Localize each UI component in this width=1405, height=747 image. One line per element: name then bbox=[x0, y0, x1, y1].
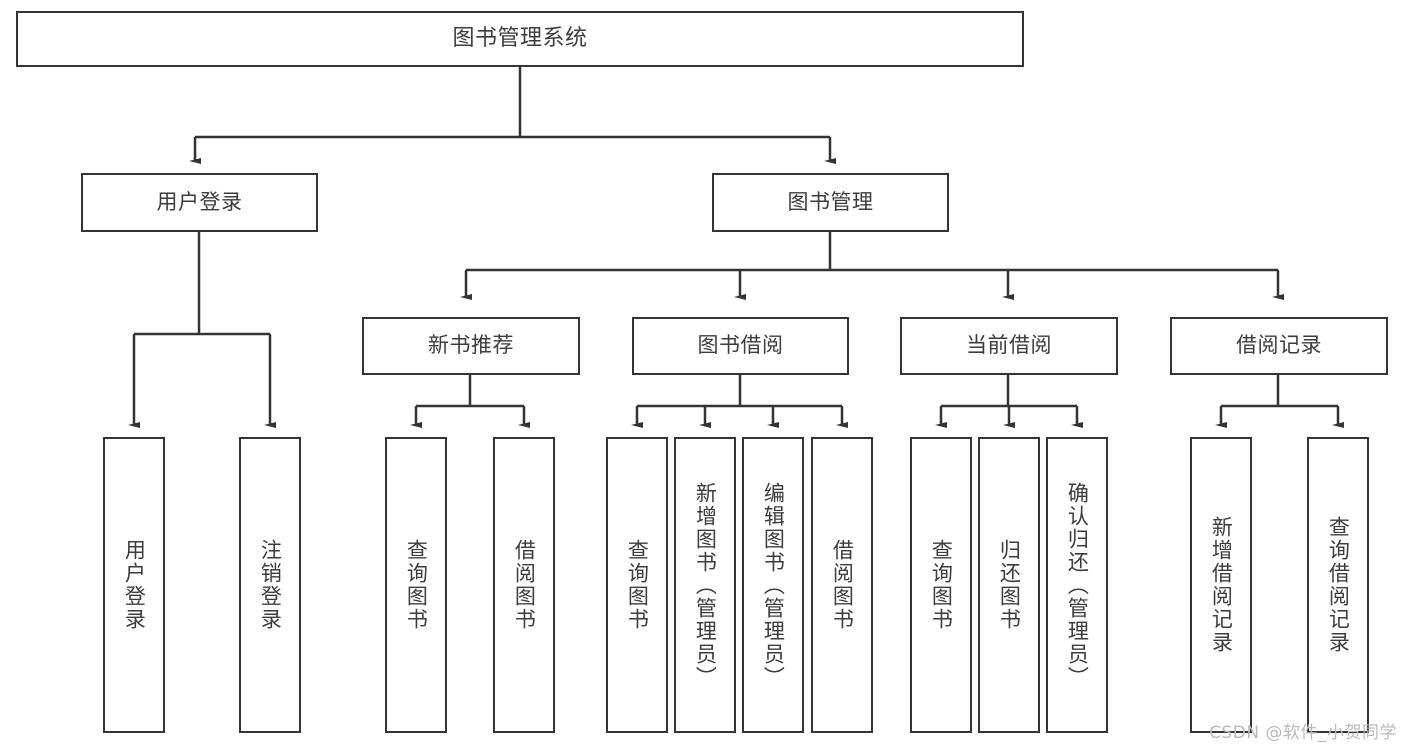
leaf-current-return-book[interactable]: 归还图书 bbox=[978, 437, 1040, 733]
node-label: 图书借阅 bbox=[697, 333, 784, 358]
leaf-user-login[interactable]: 用户登录 bbox=[103, 437, 165, 733]
leaf-borrow-borrow-book[interactable]: 借阅图书 bbox=[811, 437, 873, 733]
node-label: 新书推荐 bbox=[428, 333, 514, 358]
node-label: 查询借阅记录 bbox=[1326, 516, 1351, 654]
leaf-borrow-query-book[interactable]: 查询图书 bbox=[606, 437, 668, 733]
node-label: 用户登录 bbox=[156, 189, 243, 214]
leaf-record-query[interactable]: 查询借阅记录 bbox=[1307, 437, 1369, 733]
leaf-new-book-borrow[interactable]: 借阅图书 bbox=[493, 437, 555, 733]
node-label: 用户登录 bbox=[122, 539, 147, 631]
node-label: 借阅记录 bbox=[1236, 333, 1322, 358]
node-label: 借阅图书 bbox=[830, 539, 855, 631]
node-label: 借阅图书 bbox=[512, 539, 537, 631]
node-new-book-recommend[interactable]: 新书推荐 bbox=[362, 317, 580, 375]
node-borrow-records[interactable]: 借阅记录 bbox=[1170, 317, 1388, 375]
node-label: 图书管理 bbox=[787, 189, 874, 214]
node-label: 查询图书 bbox=[625, 539, 650, 631]
node-root-book-management-system[interactable]: 图书管理系统 bbox=[16, 11, 1024, 67]
node-label: 注销登录 bbox=[258, 539, 283, 631]
node-label: 查询图书 bbox=[929, 539, 954, 631]
leaf-record-add[interactable]: 新增借阅记录 bbox=[1190, 437, 1252, 733]
node-label: 查询图书 bbox=[404, 539, 429, 631]
leaf-borrow-edit-book[interactable]: 编辑图书（管理员） bbox=[742, 437, 804, 733]
node-book-borrow[interactable]: 图书借阅 bbox=[632, 317, 849, 375]
leaf-logout[interactable]: 注销登录 bbox=[239, 437, 301, 733]
leaf-current-confirm-return[interactable]: 确认归还（管理员） bbox=[1046, 437, 1108, 733]
node-label: 图书管理系统 bbox=[452, 25, 588, 51]
node-label: 当前借阅 bbox=[966, 333, 1052, 358]
node-label: 确认归还（管理员） bbox=[1065, 481, 1090, 689]
node-current-borrow[interactable]: 当前借阅 bbox=[900, 317, 1118, 375]
node-label: 编辑图书（管理员） bbox=[761, 481, 786, 689]
node-label: 新增借阅记录 bbox=[1209, 516, 1234, 654]
node-label: 归还图书 bbox=[997, 539, 1022, 631]
leaf-current-query-book[interactable]: 查询图书 bbox=[910, 437, 972, 733]
node-user-login[interactable]: 用户登录 bbox=[81, 173, 318, 232]
leaf-borrow-add-book[interactable]: 新增图书（管理员） bbox=[674, 437, 736, 733]
leaf-new-book-query[interactable]: 查询图书 bbox=[385, 437, 447, 733]
node-label: 新增图书（管理员） bbox=[693, 481, 718, 689]
node-book-management[interactable]: 图书管理 bbox=[712, 173, 949, 232]
